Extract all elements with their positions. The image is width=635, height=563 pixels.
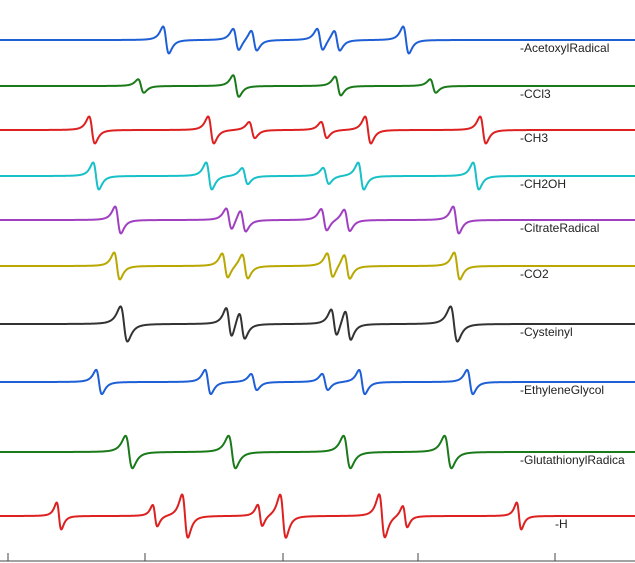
label-ccl3: -CCl3 (520, 87, 551, 101)
label-co2: -CO2 (520, 267, 549, 281)
trace-ch2oh (0, 161, 635, 191)
series-labels: -AcetoxylRadical -CCl3 -CH3 -CH2OH -CitrateR… (520, 41, 625, 531)
label-ch3: -CH3 (520, 131, 548, 145)
trace-ccl3 (0, 74, 635, 98)
trace-h (0, 493, 635, 539)
trace-ethyleneglycol (0, 368, 635, 396)
trace-acetoxylradical (0, 25, 635, 55)
label-citrateradical: -CitrateRadical (520, 221, 599, 235)
spectrum-traces (0, 25, 635, 539)
trace-co2 (0, 251, 635, 281)
trace-ch3 (0, 115, 635, 145)
label-cysteinyl: -Cysteinyl (520, 325, 573, 339)
label-ch2oh: -CH2OH (520, 177, 566, 191)
label-h: -H (555, 517, 568, 531)
x-axis (0, 553, 635, 562)
label-ethyleneglycol: -EthyleneGlycol (520, 383, 604, 397)
label-acetoxylradical: -AcetoxylRadical (520, 41, 609, 55)
trace-glutathionylradica (0, 434, 635, 470)
trace-cysteinyl (0, 305, 635, 343)
label-glutathionylradica: -GlutathionylRadica (520, 453, 625, 467)
trace-citrateradical (0, 205, 635, 235)
